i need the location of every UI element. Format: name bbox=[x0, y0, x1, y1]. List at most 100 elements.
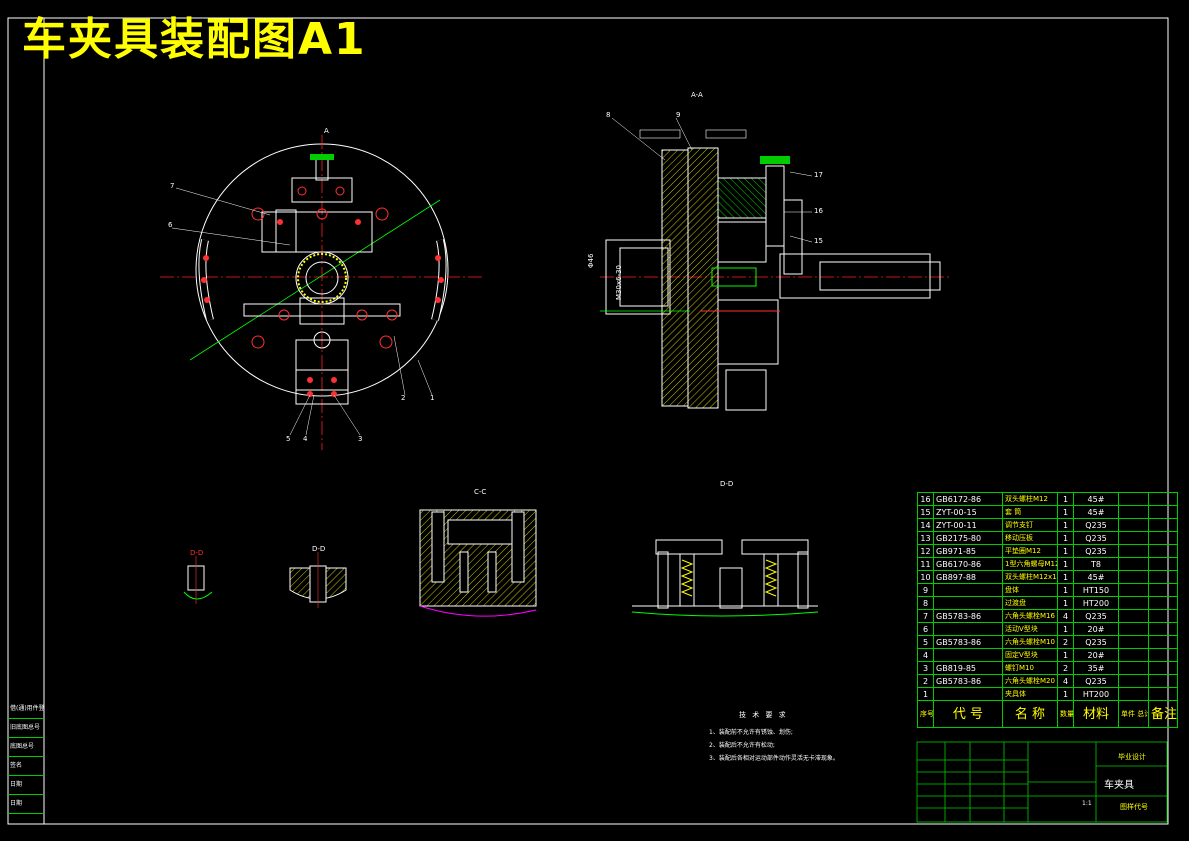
revision-block: 借(通)用件登记 旧底图总号 底图总号 签名 日期 日期 bbox=[8, 700, 44, 814]
bom-cell-material: 20# bbox=[1073, 648, 1119, 662]
bom-header-no: 序号 bbox=[917, 700, 934, 728]
bom-cell-remark bbox=[1148, 557, 1178, 571]
revision-cell: 日期 bbox=[8, 776, 44, 795]
bom-cell-code: GB2175-80 bbox=[933, 531, 1003, 545]
bom-cell-remark bbox=[1148, 687, 1178, 701]
section-d-d-label: D-D bbox=[720, 480, 734, 488]
bom-header-material: 材料 bbox=[1073, 700, 1119, 728]
bom-cell-code: ZYT-00-15 bbox=[933, 505, 1003, 519]
bom-cell-name: 双头螺柱M12 bbox=[1002, 492, 1058, 506]
bom-cell-code: ZYT-00-11 bbox=[933, 518, 1003, 532]
bom-cell-qty: 4 bbox=[1057, 674, 1074, 688]
bom-cell-code bbox=[933, 687, 1003, 701]
bom-cell-qty: 1 bbox=[1057, 518, 1074, 532]
bom-cell-code bbox=[933, 622, 1003, 636]
bom-cell-code bbox=[933, 596, 1003, 610]
bom-cell-name: 过渡盘 bbox=[1002, 596, 1058, 610]
balloon-section: 16 bbox=[814, 207, 823, 215]
bom-cell-material: HT200 bbox=[1073, 687, 1119, 701]
bom-cell-no: 14 bbox=[917, 518, 934, 532]
balloon-section: 15 bbox=[814, 237, 823, 245]
bom-cell-code: GB6172-86 bbox=[933, 492, 1003, 506]
bom-cell-material: Q235 bbox=[1073, 674, 1119, 688]
bom-cell-material: 20# bbox=[1073, 622, 1119, 636]
revision-cell: 旧底图总号 bbox=[8, 719, 44, 738]
bom-cell-name: 夹具体 bbox=[1002, 687, 1058, 701]
section-c-c bbox=[419, 509, 537, 617]
bom-cell-remark bbox=[1148, 609, 1178, 623]
bom-cell-remark bbox=[1148, 622, 1178, 636]
bom-cell-name: 固定V型块 bbox=[1002, 648, 1058, 662]
bom-cell-material: 35# bbox=[1073, 661, 1119, 675]
bom-cell-name: 六角头螺栓M10 bbox=[1002, 635, 1058, 649]
section-c-c-label: C-C bbox=[474, 488, 487, 496]
bom-cell-code: GB819-85 bbox=[933, 661, 1003, 675]
bom-cell-code: GB5783-86 bbox=[933, 674, 1003, 688]
bom-header-name: 名 称 bbox=[1002, 700, 1058, 728]
drawing-title: 车夹具装配图A1 bbox=[22, 14, 367, 65]
bom-cell-no: 6 bbox=[917, 622, 934, 636]
front-view bbox=[160, 135, 484, 450]
bom-cell-code: GB897-88 bbox=[933, 570, 1003, 584]
bom-cell-code bbox=[933, 648, 1003, 662]
balloon-front: 5 bbox=[286, 435, 291, 443]
bom-cell-remark bbox=[1148, 661, 1178, 675]
bom-cell-remark bbox=[1148, 505, 1178, 519]
bom-cell-material: T8 bbox=[1073, 557, 1119, 571]
bom-cell-no: 9 bbox=[917, 583, 934, 597]
revision-cell: 日期 bbox=[8, 795, 44, 814]
small-section-1 bbox=[183, 556, 213, 604]
bom-cell-name: 活动V型块 bbox=[1002, 622, 1058, 636]
bom-cell-no: 13 bbox=[917, 531, 934, 545]
balloon-section: 8 bbox=[606, 111, 611, 119]
small-section-1-label: D-D bbox=[190, 549, 204, 557]
bom-cell-name: 螺钉M10 bbox=[1002, 661, 1058, 675]
bom-cell-remark bbox=[1148, 531, 1178, 545]
bom-cell-weight bbox=[1118, 622, 1149, 636]
bom-cell-qty: 2 bbox=[1057, 661, 1074, 675]
balloon-front: 3 bbox=[358, 435, 363, 443]
bom-cell-code: GB971-85 bbox=[933, 544, 1003, 558]
bom-cell-qty: 1 bbox=[1057, 596, 1074, 610]
bom-cell-name: 六角头螺栓M20 bbox=[1002, 674, 1058, 688]
bom-header-code: 代 号 bbox=[933, 700, 1003, 728]
bom-cell-material: HT200 bbox=[1073, 596, 1119, 610]
bom-cell-material: Q235 bbox=[1073, 635, 1119, 649]
bom-cell-weight bbox=[1118, 531, 1149, 545]
bom-cell-qty: 2 bbox=[1057, 635, 1074, 649]
bom-cell-remark bbox=[1148, 583, 1178, 597]
bom-cell-remark bbox=[1148, 648, 1178, 662]
bom-cell-weight bbox=[1118, 596, 1149, 610]
dimension-m30: M30x6-30 bbox=[615, 265, 623, 300]
balloon-front: 7 bbox=[170, 182, 175, 190]
section-a-a-label: A-A bbox=[691, 91, 703, 99]
revision-cell: 签名 bbox=[8, 757, 44, 776]
bom-cell-qty: 1 bbox=[1057, 648, 1074, 662]
title-block-grid bbox=[916, 741, 1168, 823]
tech-requirement-line: 3、装配后各相对运动部件动作灵活无卡滞现象。 bbox=[709, 755, 839, 762]
bom-cell-name: 移动压板 bbox=[1002, 531, 1058, 545]
bom-cell-no: 4 bbox=[917, 648, 934, 662]
part-name: 车夹具 bbox=[1104, 780, 1134, 791]
bom-cell-weight bbox=[1118, 609, 1149, 623]
balloon-front: 1 bbox=[430, 394, 435, 402]
bom-cell-remark bbox=[1148, 492, 1178, 506]
bom-cell-material: HT150 bbox=[1073, 583, 1119, 597]
bom-cell-qty: 1 bbox=[1057, 505, 1074, 519]
balloon-section: 9 bbox=[676, 111, 681, 119]
bom-cell-qty: 1 bbox=[1057, 687, 1074, 701]
bom-cell-remark bbox=[1148, 518, 1178, 532]
bom-cell-no: 11 bbox=[917, 557, 934, 571]
bom-cell-material: Q235 bbox=[1073, 531, 1119, 545]
section-d-d bbox=[631, 539, 819, 617]
